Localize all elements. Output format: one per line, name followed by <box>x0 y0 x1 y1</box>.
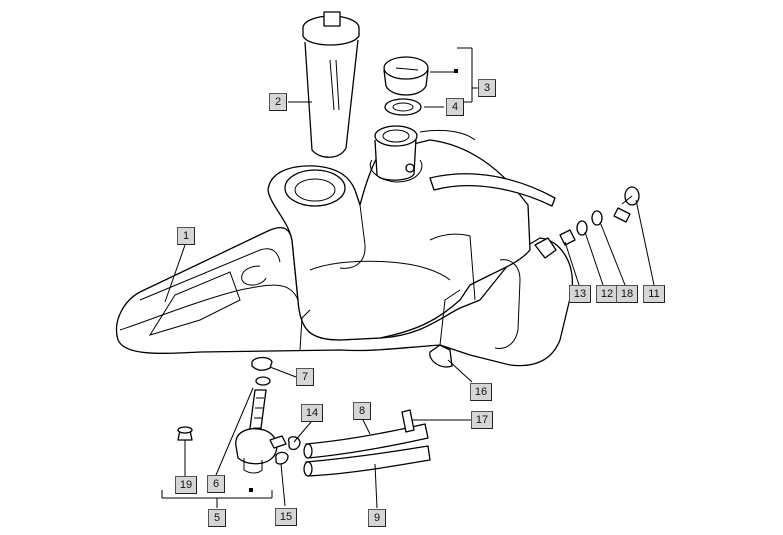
callout-11[interactable]: 11 <box>643 285 665 303</box>
fuel-gauge-sender <box>302 11 360 158</box>
mounting-hardware <box>559 186 640 246</box>
fuel-tank <box>115 125 574 367</box>
callout-8[interactable]: 8 <box>353 402 371 420</box>
callout-14[interactable]: 14 <box>301 404 323 422</box>
callout-9[interactable]: 9 <box>368 509 386 527</box>
callout-19[interactable]: 19 <box>175 476 197 494</box>
callout-7[interactable]: 7 <box>296 368 314 386</box>
callout-17[interactable]: 17 <box>471 411 493 429</box>
callout-3[interactable]: 3 <box>478 79 496 97</box>
callout-2[interactable]: 2 <box>269 93 287 111</box>
callout-6[interactable]: 6 <box>207 475 225 493</box>
clip <box>429 344 453 368</box>
fuel-hoses <box>303 409 431 477</box>
callout-15[interactable]: 15 <box>275 508 297 526</box>
callout-4[interactable]: 4 <box>446 98 464 116</box>
callout-1[interactable]: 1 <box>177 227 195 245</box>
callout-16[interactable]: 16 <box>470 383 492 401</box>
callout-5[interactable]: 5 <box>208 509 226 527</box>
callout-12[interactable]: 12 <box>596 285 618 303</box>
callout-13[interactable]: 13 <box>569 285 591 303</box>
leader-lines <box>161 47 655 509</box>
cap-gasket <box>384 98 422 116</box>
callout-18[interactable]: 18 <box>616 285 638 303</box>
fuel-tap-assembly <box>177 356 301 474</box>
filler-cap <box>383 56 429 96</box>
